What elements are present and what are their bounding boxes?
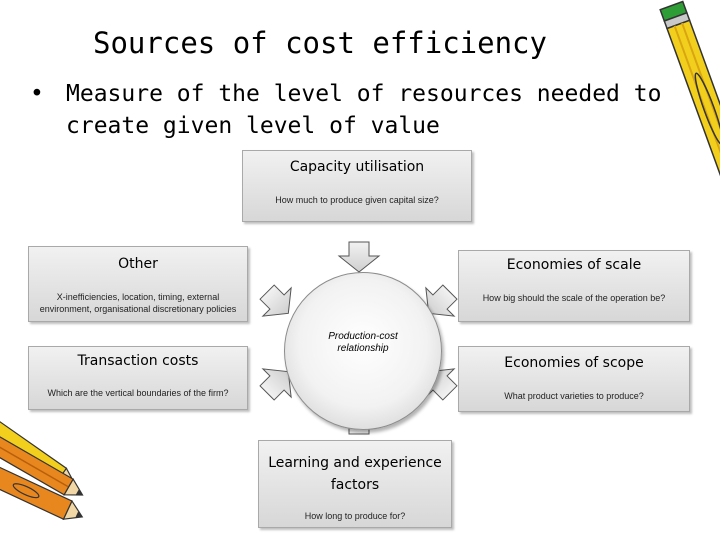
other-description: X-inefficiencies, location, timing, exte…: [39, 292, 237, 314]
transaction-costs-box: Transaction costs Which are the vertical…: [28, 346, 248, 410]
arrow-sw-icon: [425, 284, 458, 317]
economies-of-scale-box: Economies of scale How big should the sc…: [458, 250, 690, 322]
bullet-marker: •: [30, 81, 44, 107]
economies-of-scale-question: How big should the scale of the operatio…: [482, 293, 666, 303]
center-circle: Production-cost relationship: [284, 272, 442, 430]
pencils-icon: [0, 414, 84, 521]
arrow-down-icon: [337, 241, 381, 273]
center-label: Production-cost relationship: [328, 331, 398, 354]
economies-of-scope-box: Economies of scope What product varietie…: [458, 346, 690, 412]
arrow-ne-icon: [259, 368, 292, 401]
slide-title: Sources of cost efficiency: [93, 26, 547, 60]
transaction-costs-question: Which are the vertical boundaries of the…: [47, 388, 229, 398]
economies-of-scope-title: Economies of scope: [504, 355, 644, 371]
capacity-utilisation-title: Capacity utilisation: [289, 159, 425, 175]
learning-experience-question: How long to produce for?: [304, 511, 406, 521]
economies-of-scope-question: What product varieties to produce?: [504, 391, 644, 401]
pencil-icon: [659, 0, 720, 380]
other-box: Other X-inefficiencies, location, timing…: [28, 246, 248, 322]
economies-of-scale-title: Economies of scale: [506, 257, 642, 273]
learning-experience-box: Learning and experience factors How long…: [258, 440, 452, 528]
learning-experience-title: Learning and experience factors: [268, 455, 442, 493]
transaction-costs-title: Transaction costs: [77, 353, 199, 369]
arrow-se-icon: [259, 284, 292, 317]
capacity-utilisation-question: How much to produce given capital size?: [275, 195, 439, 205]
other-title: Other: [118, 256, 158, 272]
capacity-utilisation-box: Capacity utilisation How much to produce…: [242, 150, 472, 222]
bullet-text: Measure of the level of resources needed…: [66, 81, 662, 139]
